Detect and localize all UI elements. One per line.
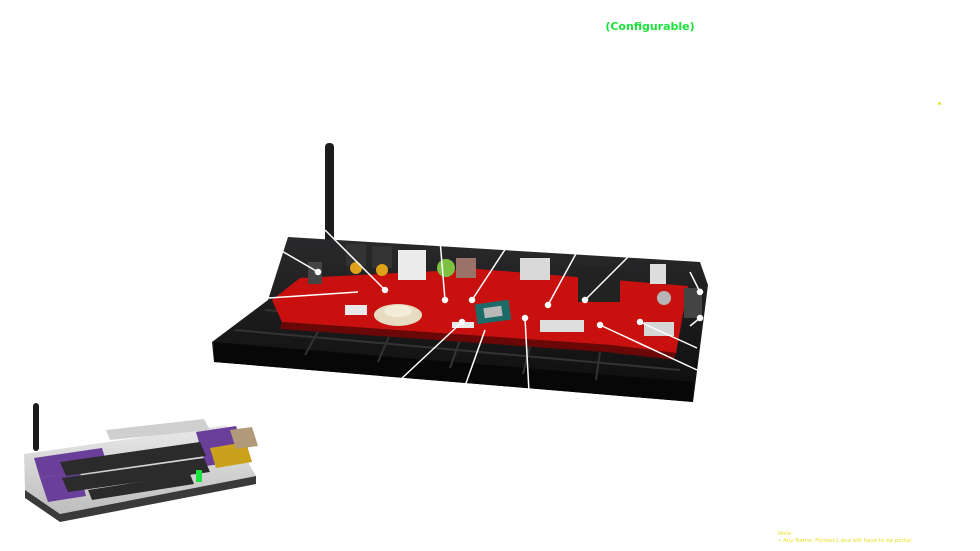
callout-lines (239, 229, 704, 411)
keyboard-thumbnail (24, 403, 258, 522)
red-pcb (272, 244, 702, 360)
configurable-title: (Configurable) (605, 20, 695, 33)
note-box: Note: • Any Name: Frontec1 and will have… (778, 531, 913, 545)
note-heading: Note: (778, 531, 793, 537)
note-line: • Any Name: Frontec1 and will have to be… (778, 538, 913, 544)
marker-dot (938, 102, 941, 105)
